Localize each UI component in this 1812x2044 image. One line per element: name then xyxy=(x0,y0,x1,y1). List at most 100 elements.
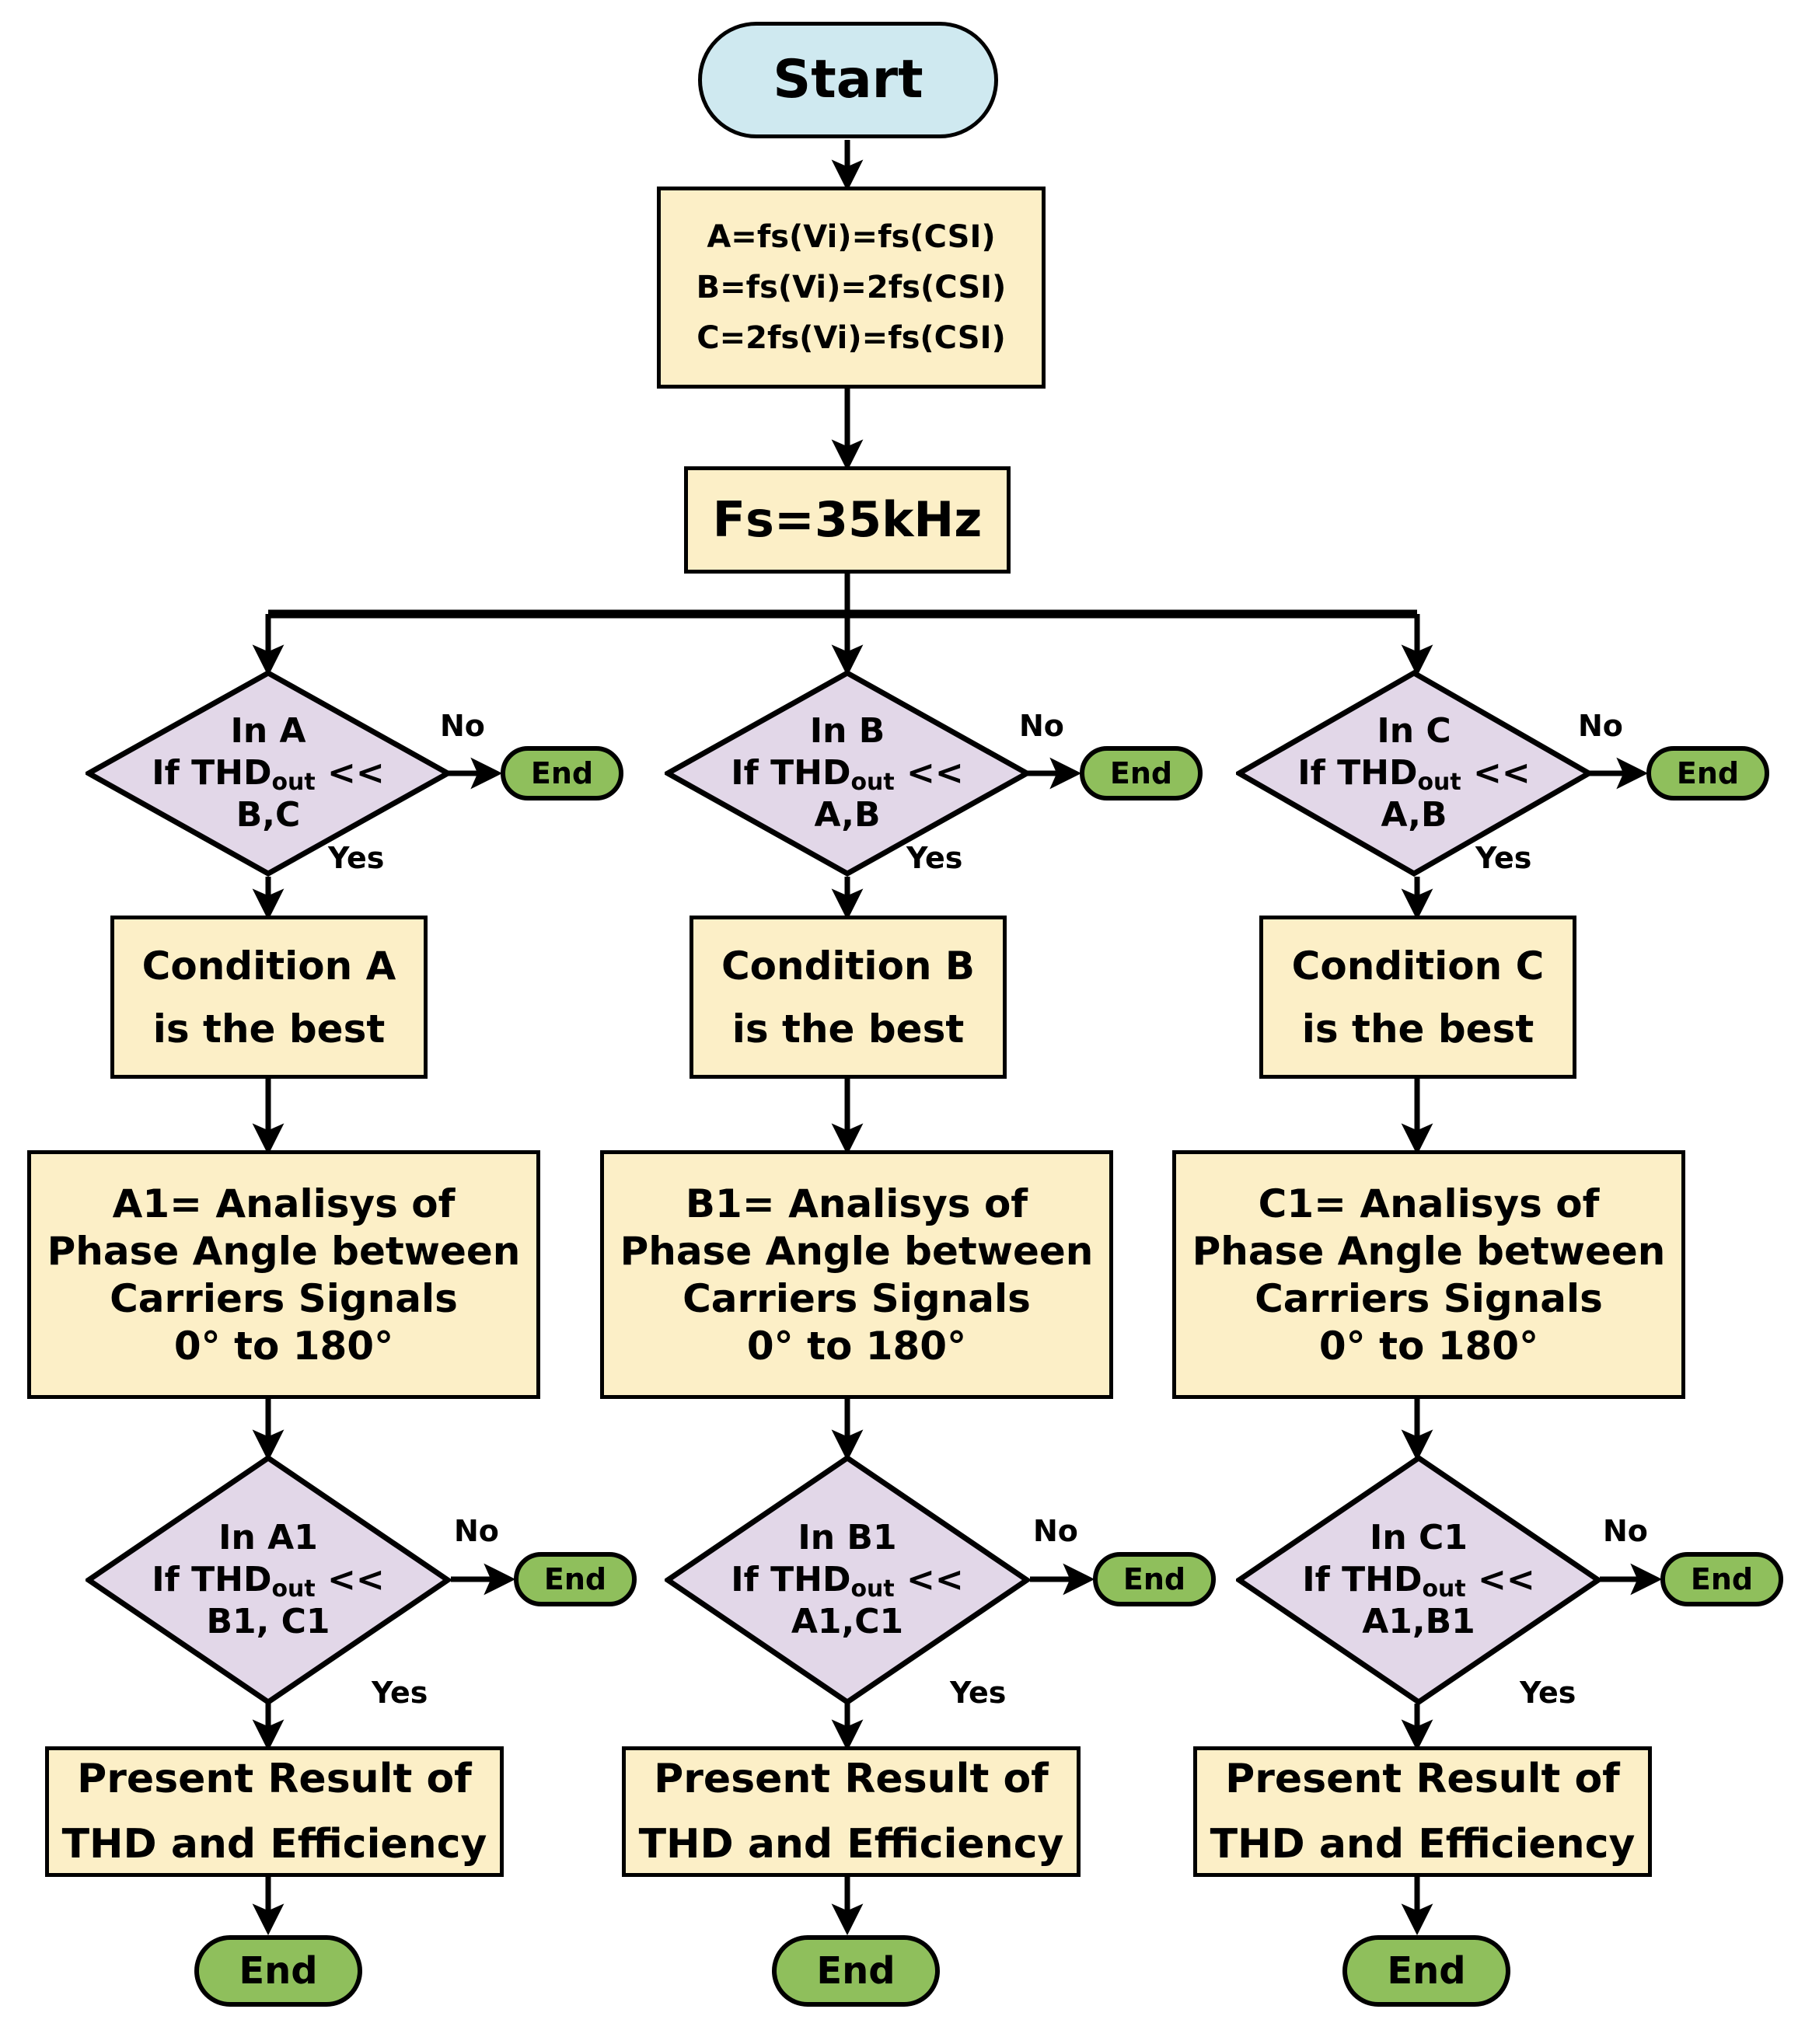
end-terminator-a-label: End xyxy=(530,756,594,790)
decision-in-c-line3: A,B xyxy=(1381,794,1447,835)
diamond-shape xyxy=(1236,1455,1601,1705)
decision-in-a-line2: If THDout << xyxy=(152,753,385,797)
end-terminator-c1-label: End xyxy=(1690,1562,1754,1596)
decision-in-a-line1: In A xyxy=(230,711,306,752)
condition-box-c-line2: is the best xyxy=(1301,1006,1534,1052)
edge-label-yes-c1: Yes xyxy=(1520,1676,1576,1710)
analysis-box-b-line4: 0° to 180° xyxy=(746,1323,967,1369)
analysis-box-b: B1= Analisys of Phase Angle between Carr… xyxy=(600,1150,1113,1399)
parameter-line-c: C=2fs(Vi)=fs(CSI) xyxy=(697,319,1006,356)
result-box-c: Present Result of THD and Efficiency xyxy=(1193,1746,1652,1877)
analysis-box-a: A1= Analisys of Phase Angle between Carr… xyxy=(27,1150,540,1399)
decision-in-c[interactable]: In C If THDout << A,B xyxy=(1236,670,1592,877)
start-terminator: Start xyxy=(698,22,998,138)
decision-in-b[interactable]: In B If THDout << A,B xyxy=(665,670,1030,877)
switching-frequency-box: Fs=35kHz xyxy=(684,466,1011,574)
condition-box-a-line2: is the best xyxy=(152,1006,386,1052)
edge-label-no-c: No xyxy=(1578,709,1623,743)
edge-label-no-a1: No xyxy=(454,1514,499,1548)
analysis-box-c-line4: 0° to 180° xyxy=(1318,1323,1539,1369)
decision-in-c1-line1: In C1 xyxy=(1370,1518,1468,1558)
decision-in-b1-line3: A1,C1 xyxy=(791,1601,904,1641)
analysis-box-c: C1= Analisys of Phase Angle between Carr… xyxy=(1172,1150,1685,1399)
end-terminator-final-c-label: End xyxy=(1387,1949,1466,1993)
decision-in-a1-line1: In A1 xyxy=(218,1518,318,1558)
decision-in-b1-line2: If THDout << xyxy=(731,1560,964,1603)
decision-in-b1-line1: In B1 xyxy=(798,1518,897,1558)
end-terminator-final-b-label: End xyxy=(816,1949,896,1993)
end-terminator-final-c: End xyxy=(1342,1935,1510,2007)
decision-in-c-line1: In C xyxy=(1377,711,1451,752)
diamond-shape xyxy=(665,670,1030,877)
decision-in-a[interactable]: In A If THDout << B,C xyxy=(86,670,451,877)
diamond-shape xyxy=(86,1455,451,1705)
end-terminator-c-label: End xyxy=(1676,756,1740,790)
analysis-box-a-line2: Phase Angle between xyxy=(47,1228,521,1274)
analysis-box-a-line4: 0° to 180° xyxy=(173,1323,394,1369)
decision-in-a-line3: B,C xyxy=(236,794,301,835)
condition-box-b-line2: is the best xyxy=(731,1006,965,1052)
analysis-box-b-line1: B1= Analisys of xyxy=(685,1181,1028,1226)
end-terminator-c: End xyxy=(1646,746,1769,801)
edge-label-yes-a1: Yes xyxy=(372,1676,428,1710)
analysis-box-a-line3: Carriers Signals xyxy=(110,1275,458,1321)
diamond-shape xyxy=(86,670,451,877)
edge-label-no-b1: No xyxy=(1033,1514,1078,1548)
end-terminator-final-a: End xyxy=(194,1935,362,2007)
result-box-c-line2: THD and Efficiency xyxy=(1210,1821,1636,1868)
analysis-box-b-line2: Phase Angle between xyxy=(620,1228,1094,1274)
decision-in-a1[interactable]: In A1 If THDout << B1, C1 xyxy=(86,1455,451,1705)
result-box-a-line2: THD and Efficiency xyxy=(61,1821,487,1868)
condition-box-c-line1: Condition C xyxy=(1291,943,1545,989)
edge-label-yes-c: Yes xyxy=(1475,841,1532,875)
condition-box-a: Condition A is the best xyxy=(110,916,428,1079)
parameter-line-a: A=fs(Vi)=fs(CSI) xyxy=(707,219,996,256)
end-terminator-c1: End xyxy=(1660,1552,1783,1606)
decision-in-c1-line3: A1,B1 xyxy=(1362,1601,1475,1641)
decision-in-c-line2: If THDout << xyxy=(1297,753,1531,797)
parameter-line-b: B=fs(Vi)=2fs(CSI) xyxy=(696,270,1007,305)
decision-in-b-line2: If THDout << xyxy=(731,753,964,797)
edge-label-yes-b: Yes xyxy=(906,841,963,875)
decision-in-b-line1: In B xyxy=(809,711,885,752)
edge-label-no-c1: No xyxy=(1603,1514,1648,1548)
end-terminator-a: End xyxy=(501,746,623,801)
edge-label-no-a: No xyxy=(440,709,485,743)
end-terminator-b: End xyxy=(1080,746,1203,801)
end-terminator-a1: End xyxy=(514,1552,637,1606)
decision-in-c1-line2: If THDout << xyxy=(1302,1560,1535,1603)
result-box-b-line2: THD and Efficiency xyxy=(638,1821,1064,1868)
decision-in-c1[interactable]: In C1 If THDout << A1,B1 xyxy=(1236,1455,1601,1705)
switching-frequency-label: Fs=35kHz xyxy=(712,491,983,548)
decision-in-a1-line3: B1, C1 xyxy=(206,1601,330,1641)
edge-label-yes-b1: Yes xyxy=(950,1676,1007,1710)
diamond-shape xyxy=(1236,670,1592,877)
condition-box-c: Condition C is the best xyxy=(1259,916,1576,1079)
condition-box-b-line1: Condition B xyxy=(721,943,976,989)
result-box-a-line1: Present Result of xyxy=(77,1755,472,1802)
edge-label-no-b: No xyxy=(1019,709,1064,743)
decision-in-b-line3: A,B xyxy=(814,794,881,835)
diamond-shape xyxy=(665,1455,1030,1705)
condition-box-b: Condition B is the best xyxy=(690,916,1007,1079)
condition-box-a-line1: Condition A xyxy=(141,943,396,989)
result-box-b-line1: Present Result of xyxy=(654,1755,1049,1802)
result-box-a: Present Result of THD and Efficiency xyxy=(45,1746,504,1877)
parameters-box: A=fs(Vi)=fs(CSI) B=fs(Vi)=2fs(CSI) C=2fs… xyxy=(657,187,1046,389)
end-terminator-final-b: End xyxy=(772,1935,940,2007)
analysis-box-c-line2: Phase Angle between xyxy=(1192,1228,1666,1274)
result-box-c-line1: Present Result of xyxy=(1225,1755,1620,1802)
analysis-box-b-line3: Carriers Signals xyxy=(683,1275,1031,1321)
end-terminator-b-label: End xyxy=(1109,756,1173,790)
decision-in-b1[interactable]: In B1 If THDout << A1,C1 xyxy=(665,1455,1030,1705)
end-terminator-a1-label: End xyxy=(543,1562,607,1596)
result-box-b: Present Result of THD and Efficiency xyxy=(622,1746,1081,1877)
start-label: Start xyxy=(773,49,923,110)
analysis-box-c-line3: Carriers Signals xyxy=(1255,1275,1603,1321)
edge-label-yes-a: Yes xyxy=(328,841,385,875)
end-terminator-b1: End xyxy=(1093,1552,1216,1606)
end-terminator-b1-label: End xyxy=(1122,1562,1186,1596)
end-terminator-final-a-label: End xyxy=(239,1949,318,1993)
analysis-box-a-line1: A1= Analisys of xyxy=(112,1181,456,1226)
